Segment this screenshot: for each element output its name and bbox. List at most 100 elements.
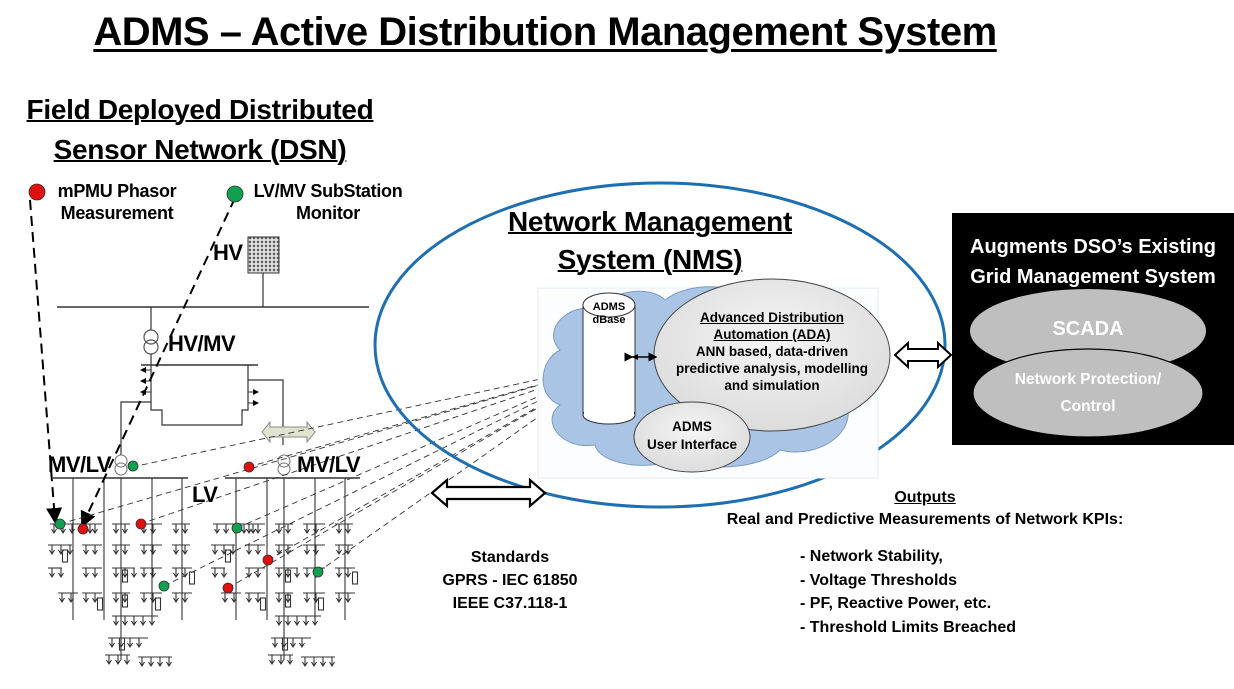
hv-mv-label: HV/MV bbox=[168, 331, 236, 356]
meter-icon bbox=[351, 571, 359, 585]
load-arrow-icon bbox=[313, 545, 319, 556]
load-arrow-icon bbox=[113, 524, 119, 535]
load-arrow-icon bbox=[173, 524, 179, 535]
load-arrow-icon bbox=[223, 524, 229, 535]
load-arrow-icon bbox=[250, 524, 256, 535]
load-arrow-icon bbox=[290, 638, 296, 649]
legend-green-dot-icon bbox=[226, 185, 244, 203]
standards-double-arrow bbox=[430, 477, 547, 509]
dbase-label-line1: ADMS bbox=[592, 301, 626, 313]
load-arrow-icon bbox=[115, 655, 121, 666]
sensor-dot-icon bbox=[158, 580, 170, 592]
load-arrow-icon bbox=[246, 524, 252, 535]
load-arrow-icon bbox=[113, 616, 119, 627]
load-arrow-icon bbox=[58, 568, 64, 579]
load-arrow-icon bbox=[287, 655, 293, 666]
nms-boundary bbox=[373, 181, 947, 509]
load-arrow-icon bbox=[345, 568, 351, 579]
load-arrow-icon bbox=[304, 524, 310, 535]
nms-title-line2: System (NMS) bbox=[557, 244, 743, 275]
load-arrow-icon bbox=[141, 593, 147, 604]
load-arrow-icon bbox=[336, 593, 342, 604]
meter-icon bbox=[118, 637, 126, 651]
meter-icon bbox=[281, 637, 289, 651]
load-arrow-icon bbox=[336, 524, 342, 535]
load-arrow-icon bbox=[141, 568, 147, 579]
sensor-dot-icon bbox=[231, 522, 243, 534]
load-arrow-icon bbox=[113, 593, 119, 604]
load-arrow-icon bbox=[285, 616, 291, 627]
load-arrow-icon bbox=[272, 638, 278, 649]
legend-mpmu: mPMU Phasor Measurement bbox=[22, 180, 212, 224]
load-arrow-icon bbox=[150, 545, 156, 556]
mv-lv-right-label: MV/LV bbox=[297, 452, 361, 477]
load-arrow-icon bbox=[59, 593, 65, 604]
outputs-header: Outputs Real and Predictive Measurements… bbox=[700, 487, 1150, 531]
legend-substation-line1: LV/MV SubStation bbox=[253, 181, 403, 201]
load-arrow-icon bbox=[299, 638, 305, 649]
load-arrow-icon bbox=[214, 524, 220, 535]
ui-line2: User Interface bbox=[646, 437, 738, 452]
standards-heading: Standards bbox=[470, 549, 550, 566]
lv-label: LV bbox=[192, 482, 218, 507]
load-arrow-icon bbox=[230, 545, 236, 556]
load-arrow-icon bbox=[345, 524, 351, 535]
sensor-dot-icon bbox=[262, 554, 274, 566]
load-arrow-icon bbox=[304, 545, 310, 556]
meter-icon bbox=[61, 549, 69, 563]
load-arrow-icon bbox=[83, 545, 89, 556]
load-arrow-icon bbox=[157, 657, 163, 668]
dso-title-line2: Grid Management System bbox=[970, 266, 1216, 288]
load-arrow-icon bbox=[276, 524, 282, 535]
sensor-dot-icon bbox=[127, 460, 139, 472]
load-arrow-icon bbox=[173, 593, 179, 604]
load-arrow-icon bbox=[109, 638, 115, 649]
hv-mv-transformer-icon bbox=[143, 329, 159, 355]
sensor-dot-icon bbox=[312, 566, 324, 578]
meter-icon bbox=[224, 549, 232, 563]
load-arrow-icon bbox=[140, 616, 146, 627]
load-arrow-icon bbox=[276, 616, 282, 627]
load-arrow-icon bbox=[313, 593, 319, 604]
load-arrow-icon bbox=[150, 593, 156, 604]
nms-title: Network Management System (NMS) bbox=[470, 203, 830, 279]
load-arrow-icon bbox=[67, 545, 73, 556]
sensor-dot-icon bbox=[77, 523, 89, 535]
load-arrow-icon bbox=[313, 524, 319, 535]
lv-feeder-network bbox=[48, 478, 359, 668]
load-arrow-icon bbox=[336, 545, 342, 556]
load-arrow-icon bbox=[124, 655, 130, 666]
load-arrow-icon bbox=[255, 524, 261, 535]
user-interface-text: ADMS User Interface bbox=[642, 418, 742, 454]
output-item: - Threshold Limits Breached bbox=[800, 618, 1017, 636]
legend-substation-monitor: LV/MV SubStation Monitor bbox=[238, 180, 418, 224]
load-arrow-icon bbox=[68, 593, 74, 604]
meter-icon bbox=[317, 597, 325, 611]
sensor-dot-icon bbox=[222, 582, 234, 594]
dsn-title: Field Deployed Distributed Sensor Networ… bbox=[0, 90, 400, 170]
load-arrow-icon bbox=[222, 593, 228, 604]
load-arrow-icon bbox=[127, 638, 133, 649]
load-arrow-icon bbox=[312, 616, 318, 627]
standards-line2: IEEE C37.118-1 bbox=[452, 595, 568, 612]
load-arrow-icon bbox=[304, 593, 310, 604]
ada-text: Advanced Distribution Automation (ADA) A… bbox=[672, 309, 872, 394]
load-arrow-icon bbox=[302, 657, 308, 668]
hv-label: HV bbox=[213, 240, 243, 265]
protection-label: Network Protection/ Control bbox=[973, 366, 1203, 420]
load-arrow-icon bbox=[113, 568, 119, 579]
load-arrow-icon bbox=[336, 568, 342, 579]
outputs-heading: Outputs bbox=[894, 489, 956, 506]
standards-block: Standards GPRS - IEC 61850 IEEE C37.118-… bbox=[410, 546, 610, 615]
legend-red-dot-icon bbox=[28, 183, 46, 201]
load-arrow-icon bbox=[246, 593, 252, 604]
load-arrow-icon bbox=[141, 545, 147, 556]
load-arrow-icon bbox=[83, 593, 89, 604]
load-arrow-icon bbox=[148, 657, 154, 668]
protection-ellipse bbox=[972, 348, 1204, 438]
page-title: ADMS – Active Distribution Management Sy… bbox=[93, 10, 997, 54]
sensor-dot-icon bbox=[243, 461, 255, 473]
load-arrow-icon bbox=[345, 593, 351, 604]
meter-icon bbox=[121, 569, 129, 583]
